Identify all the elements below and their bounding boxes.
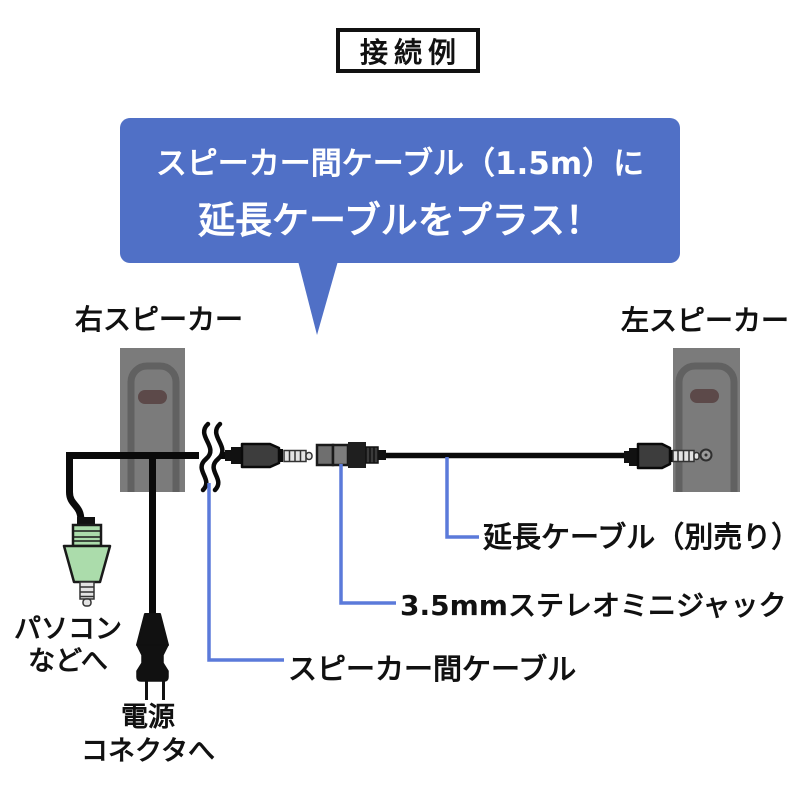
speaker-front-panel xyxy=(675,362,738,492)
leader-line-speaker-cable xyxy=(207,483,284,662)
annotation-to-power: 電源 コネクタへ xyxy=(74,701,222,769)
label-left-speaker: 左スピーカー xyxy=(621,304,790,337)
speaker-badge xyxy=(690,389,719,403)
annotation-to-pc: パソコン などへ xyxy=(14,614,122,678)
leader-line-mini-jack xyxy=(339,464,396,605)
cables xyxy=(66,452,630,618)
page-title: 接続例 xyxy=(359,35,462,69)
leader-line-extension-cable xyxy=(445,457,479,539)
callout-pointer-icon xyxy=(298,261,338,335)
left-speaker-graphic xyxy=(673,348,740,492)
callout-bubble: スピーカー間ケーブル（1.5m）に 延長ケーブルをプラス！ xyxy=(120,118,680,263)
annotation-mini-jack: 3.5mmステレオミニジャック xyxy=(400,589,787,622)
leader-lines xyxy=(207,457,479,662)
annotation-extension-cable: 延長ケーブル（別売り） xyxy=(483,520,800,554)
stereo-mini-plug-icon xyxy=(624,442,700,470)
extension-jack-icon xyxy=(315,442,386,468)
pc-mini-plug-icon xyxy=(62,517,112,607)
callout-line2: 延長ケーブルをプラス！ xyxy=(197,198,603,242)
stereo-mini-plug-icon xyxy=(225,442,313,469)
annotation-speaker-cable: スピーカー間ケーブル xyxy=(288,652,577,686)
jack-hole-dot xyxy=(704,453,708,457)
power-plug-icon xyxy=(136,613,169,700)
callout-line1: スピーカー間ケーブル（1.5m）に xyxy=(155,145,645,182)
title-box: 接続例 xyxy=(336,28,480,73)
annotation-to-pc-line2: などへ xyxy=(28,646,108,677)
speaker-badge xyxy=(138,390,167,404)
annotation-to-pc-line1: パソコン xyxy=(14,614,122,645)
annotation-to-power-line2: コネクタへ xyxy=(81,736,215,767)
annotation-to-power-line1: 電源 xyxy=(121,702,175,733)
label-right-speaker: 右スピーカー xyxy=(75,303,244,336)
cable-break-icon xyxy=(199,421,225,493)
speaker-front-panel xyxy=(127,362,180,492)
pc-audio-cable xyxy=(66,452,199,522)
right-speaker-graphic xyxy=(120,348,185,492)
